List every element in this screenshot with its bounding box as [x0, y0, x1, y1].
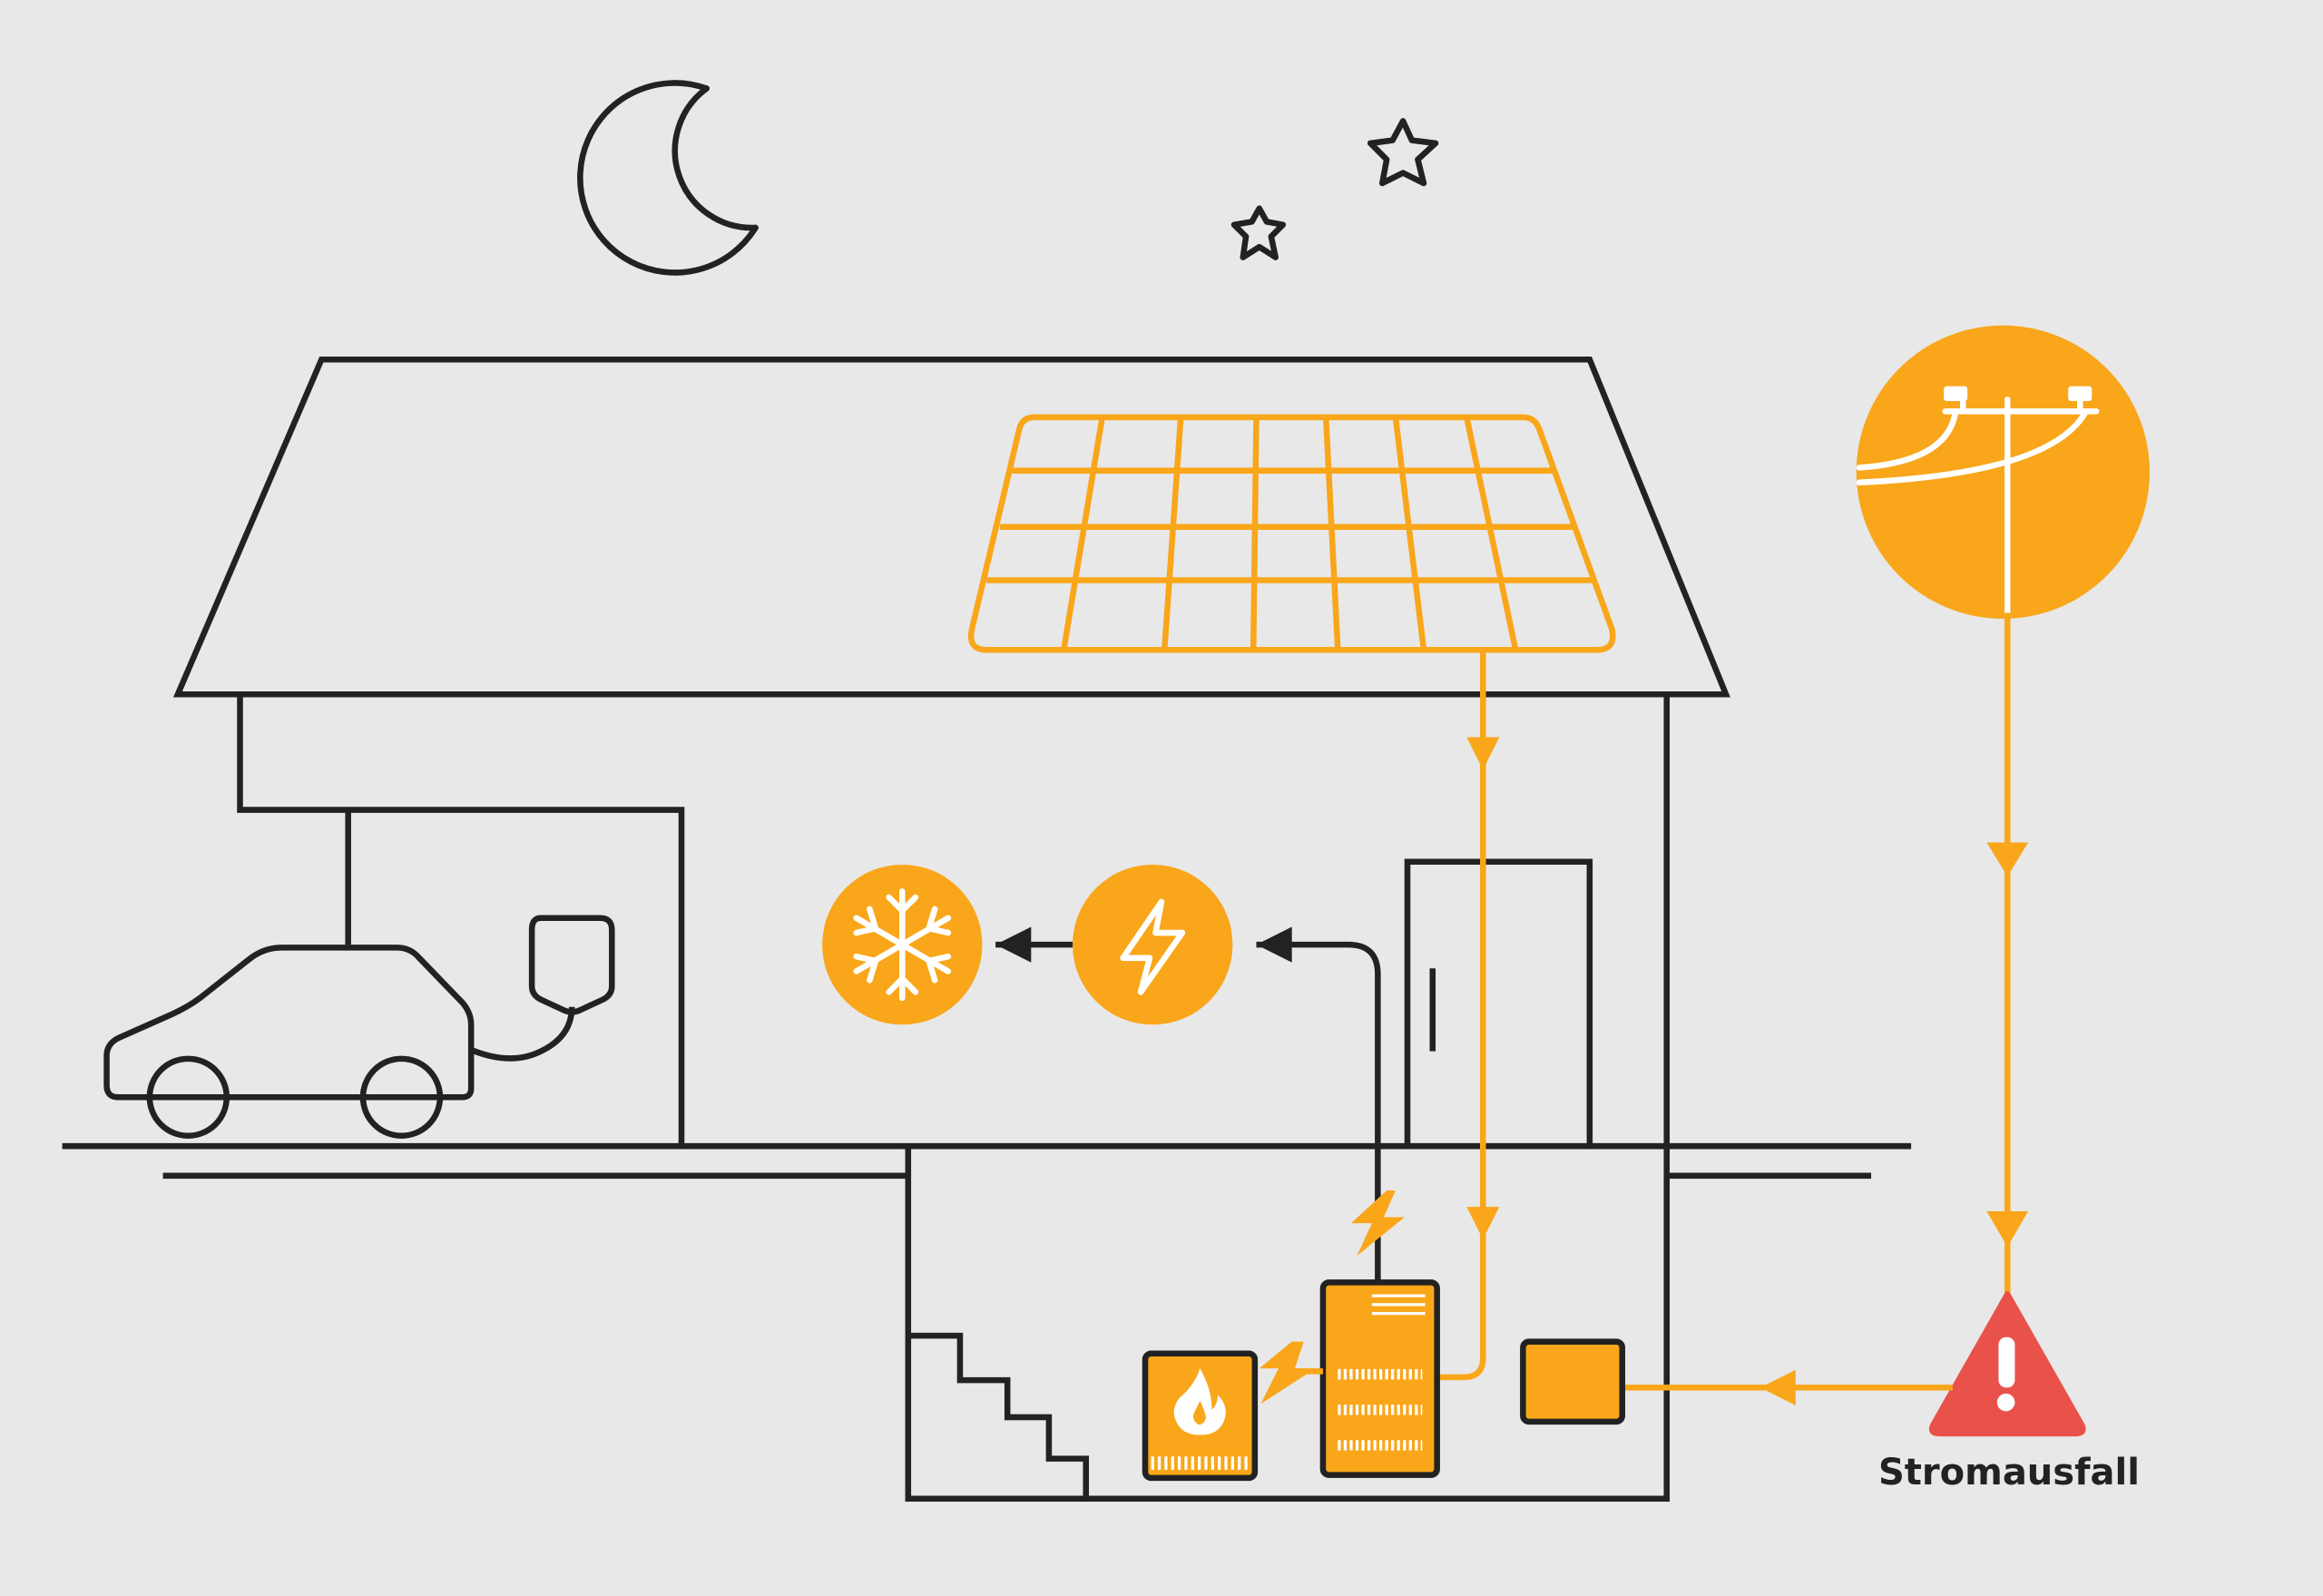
basement: [905, 1146, 1670, 1503]
solar-power-line: [1436, 650, 1500, 1381]
lightning-icon: [1259, 1341, 1323, 1405]
ground-line: [62, 1142, 1912, 1180]
heating-flame-icon: [1142, 1350, 1259, 1482]
star-icon: [1367, 118, 1439, 187]
star-icon: [1230, 205, 1287, 260]
snowflake-icon: [822, 864, 983, 1025]
outage-label: Stromausfall: [1878, 1452, 2140, 1493]
moon-icon: [577, 80, 759, 276]
door-icon: [1404, 858, 1593, 1147]
meter-box-icon: [1520, 1338, 1626, 1425]
car-icon: [103, 945, 475, 1140]
lightning-icon: [1073, 864, 1233, 1025]
battery-storage-icon: [1319, 1279, 1440, 1478]
wallbox-charger-icon: [469, 915, 615, 1062]
outage-line: [1622, 1369, 1953, 1405]
battery-output-line: [1256, 926, 1381, 1283]
house-outline: [172, 356, 1730, 1148]
power-flow-line: [995, 926, 1073, 963]
solar-panel-icon: [967, 414, 1616, 653]
power-pole-icon: [1856, 325, 2150, 619]
grid-power-line: [1986, 612, 2029, 1304]
warning-triangle-icon: [1928, 1291, 2086, 1437]
stairs-icon: [907, 1332, 1089, 1499]
